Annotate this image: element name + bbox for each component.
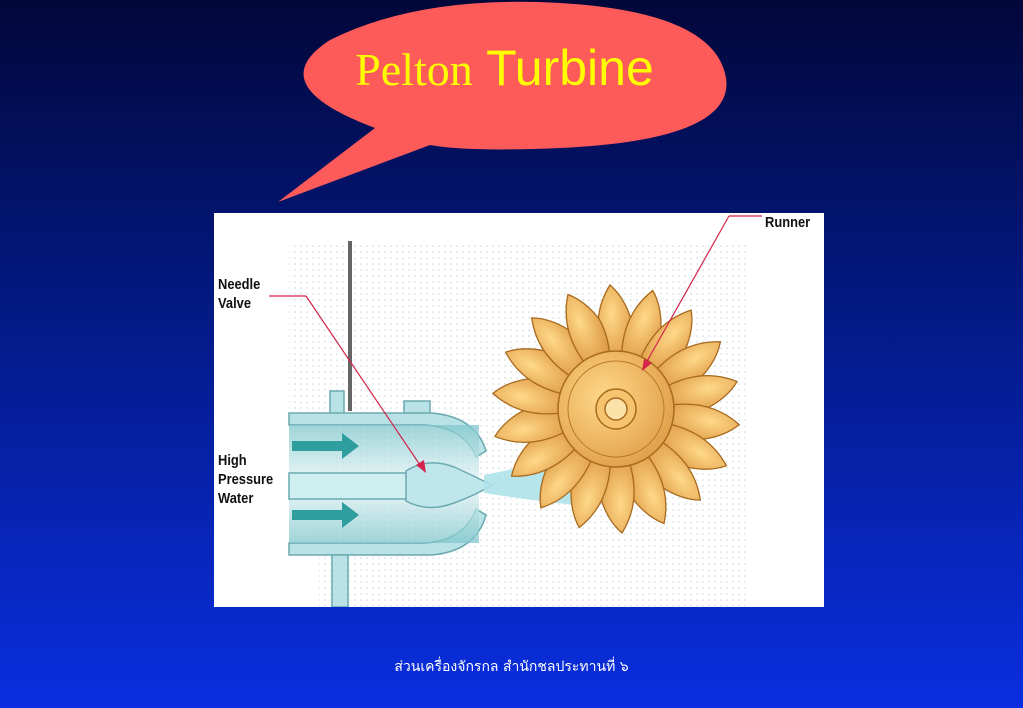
runner-label: Runner <box>765 214 811 231</box>
slide-title: Pelton Turbine <box>282 38 727 100</box>
needle-valve-label-line2: Valve <box>218 295 252 312</box>
title-word-turbine: Turbine <box>486 40 654 96</box>
label-pointers <box>269 215 762 473</box>
high-pressure-water-label: High Pressure Water <box>218 451 273 508</box>
needle-spindle <box>348 241 352 411</box>
high-pressure-water-label-line3: Water <box>218 490 254 507</box>
runner-wheel <box>491 284 741 534</box>
pelton-turbine-diagram: Runner Needle Valve High Pressure Water <box>214 213 824 607</box>
high-pressure-water-label-line2: Pressure <box>218 471 274 488</box>
title-word-pelton: Pelton <box>355 44 473 95</box>
needle-valve-label-line1: Needle <box>218 276 261 293</box>
needle-valve-label: Needle Valve <box>218 275 260 313</box>
runner-bucket <box>565 293 611 366</box>
diagram-canvas <box>269 215 762 607</box>
high-pressure-water-label-line1: High <box>218 452 247 469</box>
footer-text: ส่วนเครื่องจักรกล สำนักชลประทานที่ ๖ <box>394 659 629 675</box>
flow-arrows <box>292 433 359 528</box>
